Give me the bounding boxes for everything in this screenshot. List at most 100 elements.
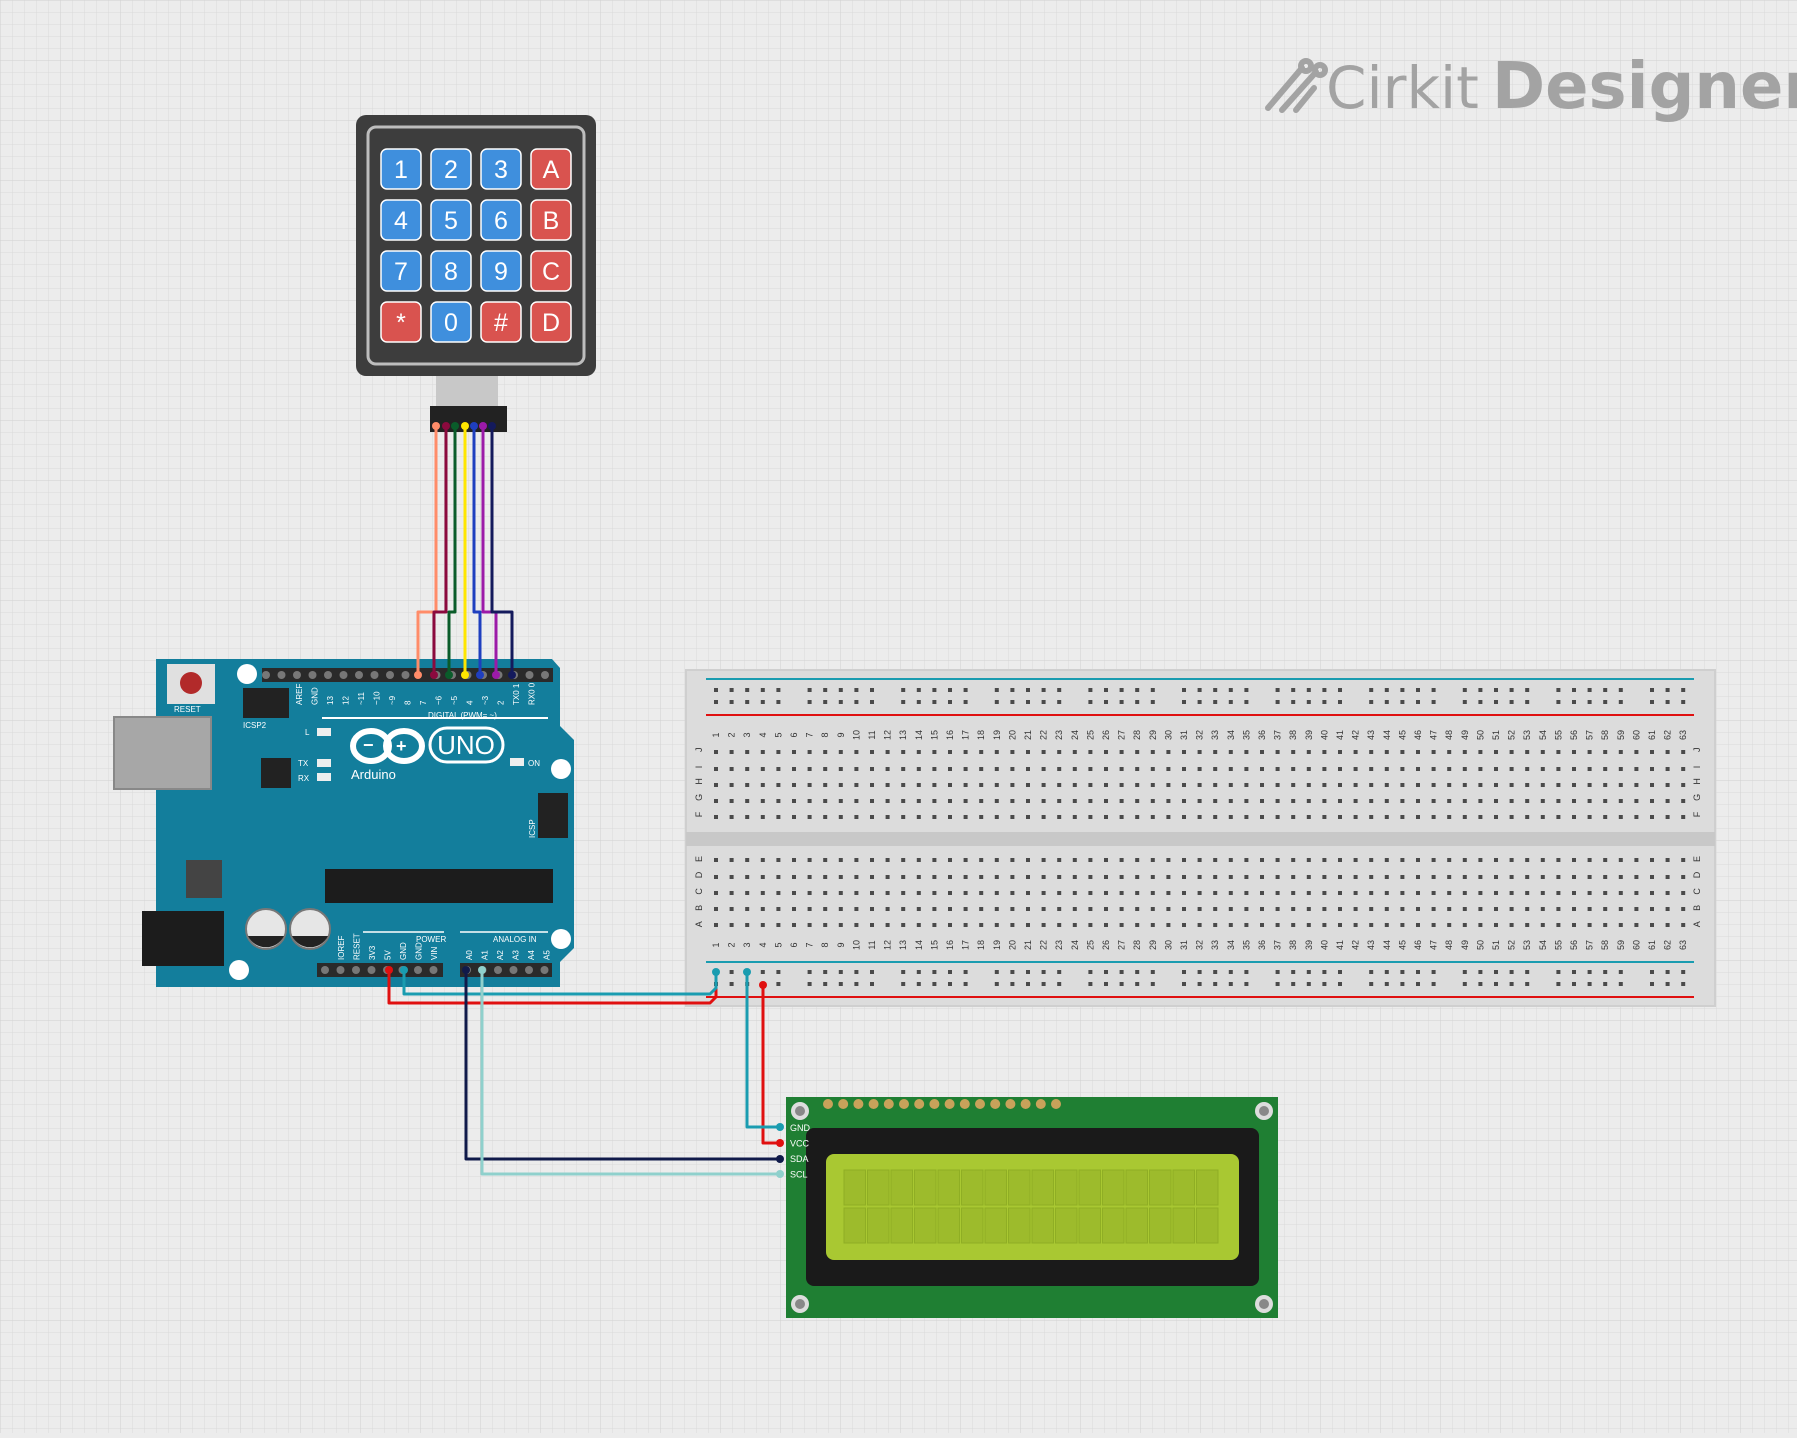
cirkit-designer-logo: Cirkit Designer (1265, 50, 1797, 124)
key-label: 5 (444, 207, 458, 235)
column-number: 4 (758, 732, 768, 737)
wire-keypad-d4[interactable] (472, 426, 482, 675)
power-label: POWER (416, 935, 446, 944)
key-1[interactable]: 1 (380, 148, 422, 190)
column-number: 51 (1491, 730, 1501, 740)
key-3[interactable]: 3 (480, 148, 522, 190)
row-label: H (1692, 778, 1702, 785)
wire-keypad-d3[interactable] (481, 426, 498, 675)
column-number: 59 (1616, 730, 1626, 740)
column-number: 60 (1631, 730, 1641, 740)
bottom-pin-label: RESET (353, 933, 362, 960)
row-label: I (694, 766, 704, 769)
column-number: 48 (1444, 940, 1454, 950)
column-number: 30 (1163, 940, 1173, 950)
wire-gnd-rail[interactable] (402, 970, 718, 996)
logo-brand: Cirkit (1326, 54, 1479, 122)
key-label: 9 (494, 258, 508, 286)
column-number: 53 (1522, 940, 1532, 950)
key-8[interactable]: 8 (430, 250, 472, 292)
column-number: 20 (1007, 730, 1017, 740)
wire-endpoint (400, 966, 408, 974)
wire-gnd-lcd[interactable] (745, 972, 780, 1129)
column-number: 19 (992, 730, 1002, 740)
key-label: 1 (394, 156, 408, 184)
column-number: 14 (914, 730, 924, 740)
column-number: 39 (1304, 730, 1314, 740)
key-5[interactable]: 5 (430, 199, 472, 241)
key-0[interactable]: 0 (430, 301, 472, 343)
icsp2-label: ICSP2 (243, 721, 267, 730)
wire-endpoint (479, 422, 487, 430)
wire-endpoint (385, 966, 393, 974)
wire-endpoint (776, 1123, 784, 1131)
key-B[interactable]: B (530, 199, 572, 241)
arduino-logo (350, 728, 425, 764)
usb-connector (114, 717, 211, 789)
column-number: 12 (883, 730, 893, 740)
column-number: 3 (742, 942, 752, 947)
icsp-label: ICSP (528, 819, 537, 838)
column-number: 29 (1148, 730, 1158, 740)
breadboard[interactable]: 1122334455667788991010111112121313141415… (685, 669, 1716, 1007)
lcd-pin-scl: SCL (790, 1170, 808, 1180)
wire-endpoint (776, 1155, 784, 1163)
column-number: 57 (1585, 730, 1595, 740)
wire-keypad-d2[interactable] (490, 426, 514, 675)
column-number: 5 (773, 942, 783, 947)
column-number: 33 (1210, 730, 1220, 740)
svg-text:+: + (396, 736, 407, 756)
key-C[interactable]: C (530, 250, 572, 292)
column-number: 4 (758, 942, 768, 947)
bottom-pin-label: A3 (512, 950, 521, 960)
column-number: 9 (836, 732, 846, 737)
column-number: 14 (914, 940, 924, 950)
wire-keypad-d7[interactable] (432, 426, 448, 675)
column-number: 32 (1195, 940, 1205, 950)
key-A[interactable]: A (530, 148, 572, 190)
key-#[interactable]: # (480, 301, 522, 343)
top-pin-label: ~11 (357, 691, 366, 705)
column-number: 37 (1273, 940, 1283, 950)
column-number: 8 (820, 942, 830, 947)
key-2[interactable]: 2 (430, 148, 472, 190)
wire-endpoint (712, 968, 720, 976)
column-number: 6 (789, 942, 799, 947)
wire-keypad-d8[interactable] (416, 426, 438, 675)
column-number: 33 (1210, 940, 1220, 950)
row-label: G (694, 794, 704, 801)
wire-sda-lcd[interactable] (464, 970, 780, 1161)
wire-endpoint (445, 671, 453, 679)
key-label: 7 (394, 258, 408, 286)
wire-endpoint (432, 422, 440, 430)
wire-vcc-lcd[interactable] (761, 985, 780, 1145)
key-6[interactable]: 6 (480, 199, 522, 241)
key-label: # (494, 309, 508, 337)
key-*[interactable]: * (380, 301, 422, 343)
column-number: 47 (1429, 940, 1439, 950)
wire-keypad-d6[interactable] (447, 426, 457, 675)
wire-scl-lcd[interactable] (480, 970, 780, 1176)
column-number: 42 (1351, 730, 1361, 740)
lcd-pin-gnd: GND (790, 1123, 811, 1133)
top-pin-label: GND (311, 687, 320, 705)
key-label: 4 (394, 207, 408, 235)
key-7[interactable]: 7 (380, 250, 422, 292)
key-4[interactable]: 4 (380, 199, 422, 241)
column-number: 21 (1023, 940, 1033, 950)
key-9[interactable]: 9 (480, 250, 522, 292)
key-D[interactable]: D (530, 301, 572, 343)
column-number: 62 (1663, 730, 1673, 740)
top-pin-label: 13 (326, 696, 335, 705)
column-number: 34 (1226, 940, 1236, 950)
key-label: B (543, 207, 560, 235)
column-number: 21 (1023, 730, 1033, 740)
column-number: 49 (1460, 940, 1470, 950)
row-label: C (1692, 888, 1702, 895)
bottom-pin-label: GND (399, 942, 408, 960)
column-number: 6 (789, 732, 799, 737)
column-number: 41 (1335, 730, 1345, 740)
